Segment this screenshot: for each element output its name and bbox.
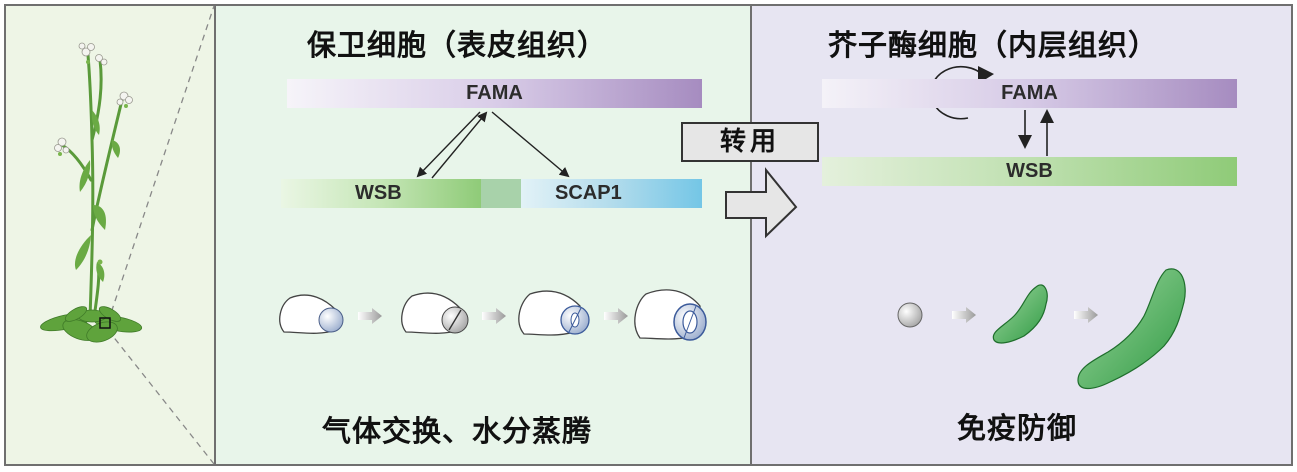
scap1-bar: SCAP1 (521, 179, 702, 208)
myrosin-cell-small (992, 284, 1048, 344)
guard-cell-stage-4 (634, 289, 707, 341)
myrosin-precursor-cell (897, 302, 923, 328)
myrosin-cell-large (1077, 268, 1186, 390)
plant-panel (4, 4, 216, 466)
scap1-label: SCAP1 (555, 182, 622, 204)
fama-bar-left: FAMA (287, 79, 702, 108)
guard-cell-stage-2 (401, 292, 469, 334)
wsb-label-left: WSB (355, 182, 402, 204)
myrosin-arrow-2 (1074, 307, 1098, 323)
fama-label-right: FAMA (1001, 82, 1058, 104)
guard-cell-stage-1 (279, 294, 344, 334)
fama-bar-right: FAMA (822, 79, 1237, 108)
wsb-bar-left: WSB (281, 179, 481, 208)
fama-label-left: FAMA (466, 82, 523, 104)
wsb-label-right: WSB (1006, 160, 1053, 182)
guard-cell-stage-3 (518, 290, 590, 336)
myrosin-cell-title: 芥子酶细胞（内层组织） (828, 28, 1159, 62)
myrosin-arrow-1 (952, 307, 976, 323)
stage-arrow-3 (604, 308, 628, 324)
arrow-fama-to-scap1 (491, 111, 570, 178)
myrosin-cell-function-label: 免疫防御 (957, 411, 1078, 445)
guard-cell-title: 保卫细胞（表皮组织） (307, 28, 608, 62)
transfer-arrow (725, 167, 798, 239)
guard-cell-function-label: 气体交换、水分蒸腾 (322, 414, 593, 448)
arrow-wsb-to-fama (431, 111, 488, 179)
wsb-bar-right: WSB (822, 157, 1237, 186)
zoom-square (99, 317, 111, 329)
stage-arrow-2 (482, 308, 506, 324)
zoom-line-top (107, 5, 215, 323)
arrow-fama-to-wsb (416, 111, 481, 178)
overlap-segment (481, 179, 521, 208)
stage-arrow-1 (358, 308, 382, 324)
transfer-label-box: 转用 (681, 122, 819, 162)
